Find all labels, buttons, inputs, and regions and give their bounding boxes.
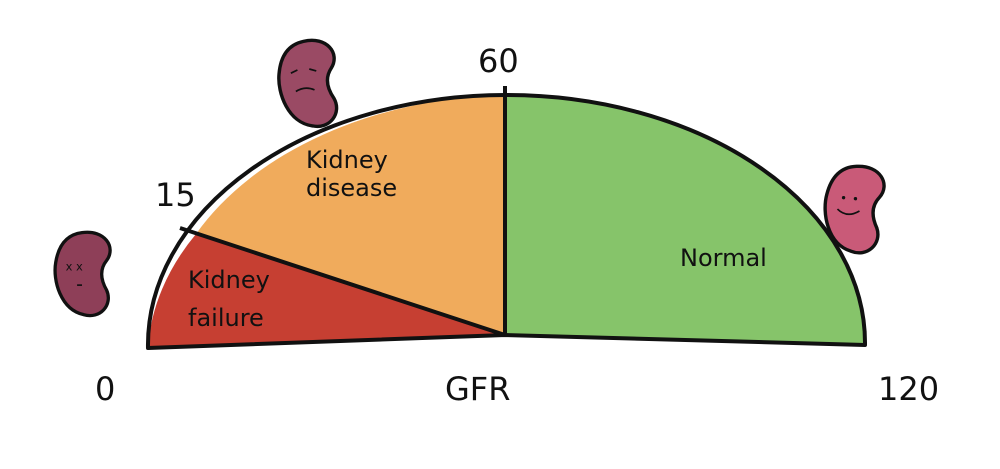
zone-failure-label: Kidney failure [188,266,277,332]
tick-60: 60 [478,42,519,80]
zone-disease-label: Kidney disease [306,146,397,202]
kidney-sad-icon [273,36,342,132]
tick-15: 15 [155,176,196,214]
svg-text:x x: x x [66,259,83,273]
zone-disease [196,95,505,335]
zone-failure [148,234,505,348]
axis-label-gfr: GFR [445,370,510,408]
tick-0: 0 [95,370,115,408]
zone-normal-label: Normal [680,244,767,272]
kidney-happy-icon [819,161,888,257]
zone-normal [505,94,866,345]
kidney-dead-icon: x x [53,230,112,318]
divider-15 [179,226,506,337]
tick-120: 120 [878,370,939,408]
